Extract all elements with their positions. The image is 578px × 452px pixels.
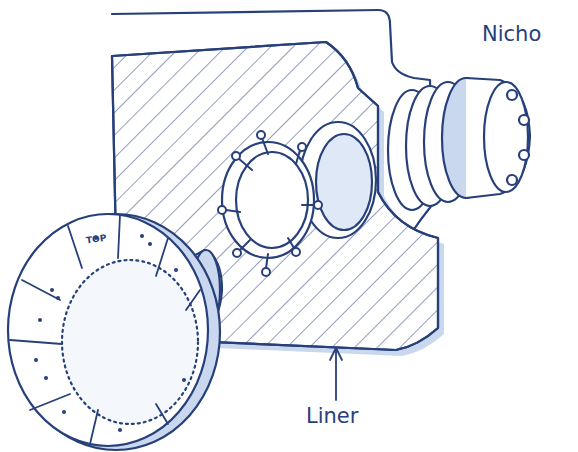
screw-ring: [222, 142, 314, 258]
niche-bump: [507, 175, 517, 185]
niche-body: [466, 78, 530, 198]
part-name: Nicho: [482, 22, 541, 46]
light-lens: [62, 260, 198, 424]
light-disk: [8, 214, 208, 446]
niche-bump: [519, 150, 529, 160]
niche-bump: [519, 115, 529, 125]
liner-hole-inner: [316, 134, 372, 230]
leader-line: [335, 348, 337, 400]
light-segments: [10, 215, 200, 444]
screws: [218, 131, 322, 276]
screw-ring-inner: [236, 152, 308, 248]
niche-cap: [484, 82, 528, 192]
part-name: Liner: [306, 404, 358, 428]
niche-bump: [507, 90, 517, 100]
light-dots: [34, 234, 186, 432]
leader-arrow: [330, 348, 342, 360]
